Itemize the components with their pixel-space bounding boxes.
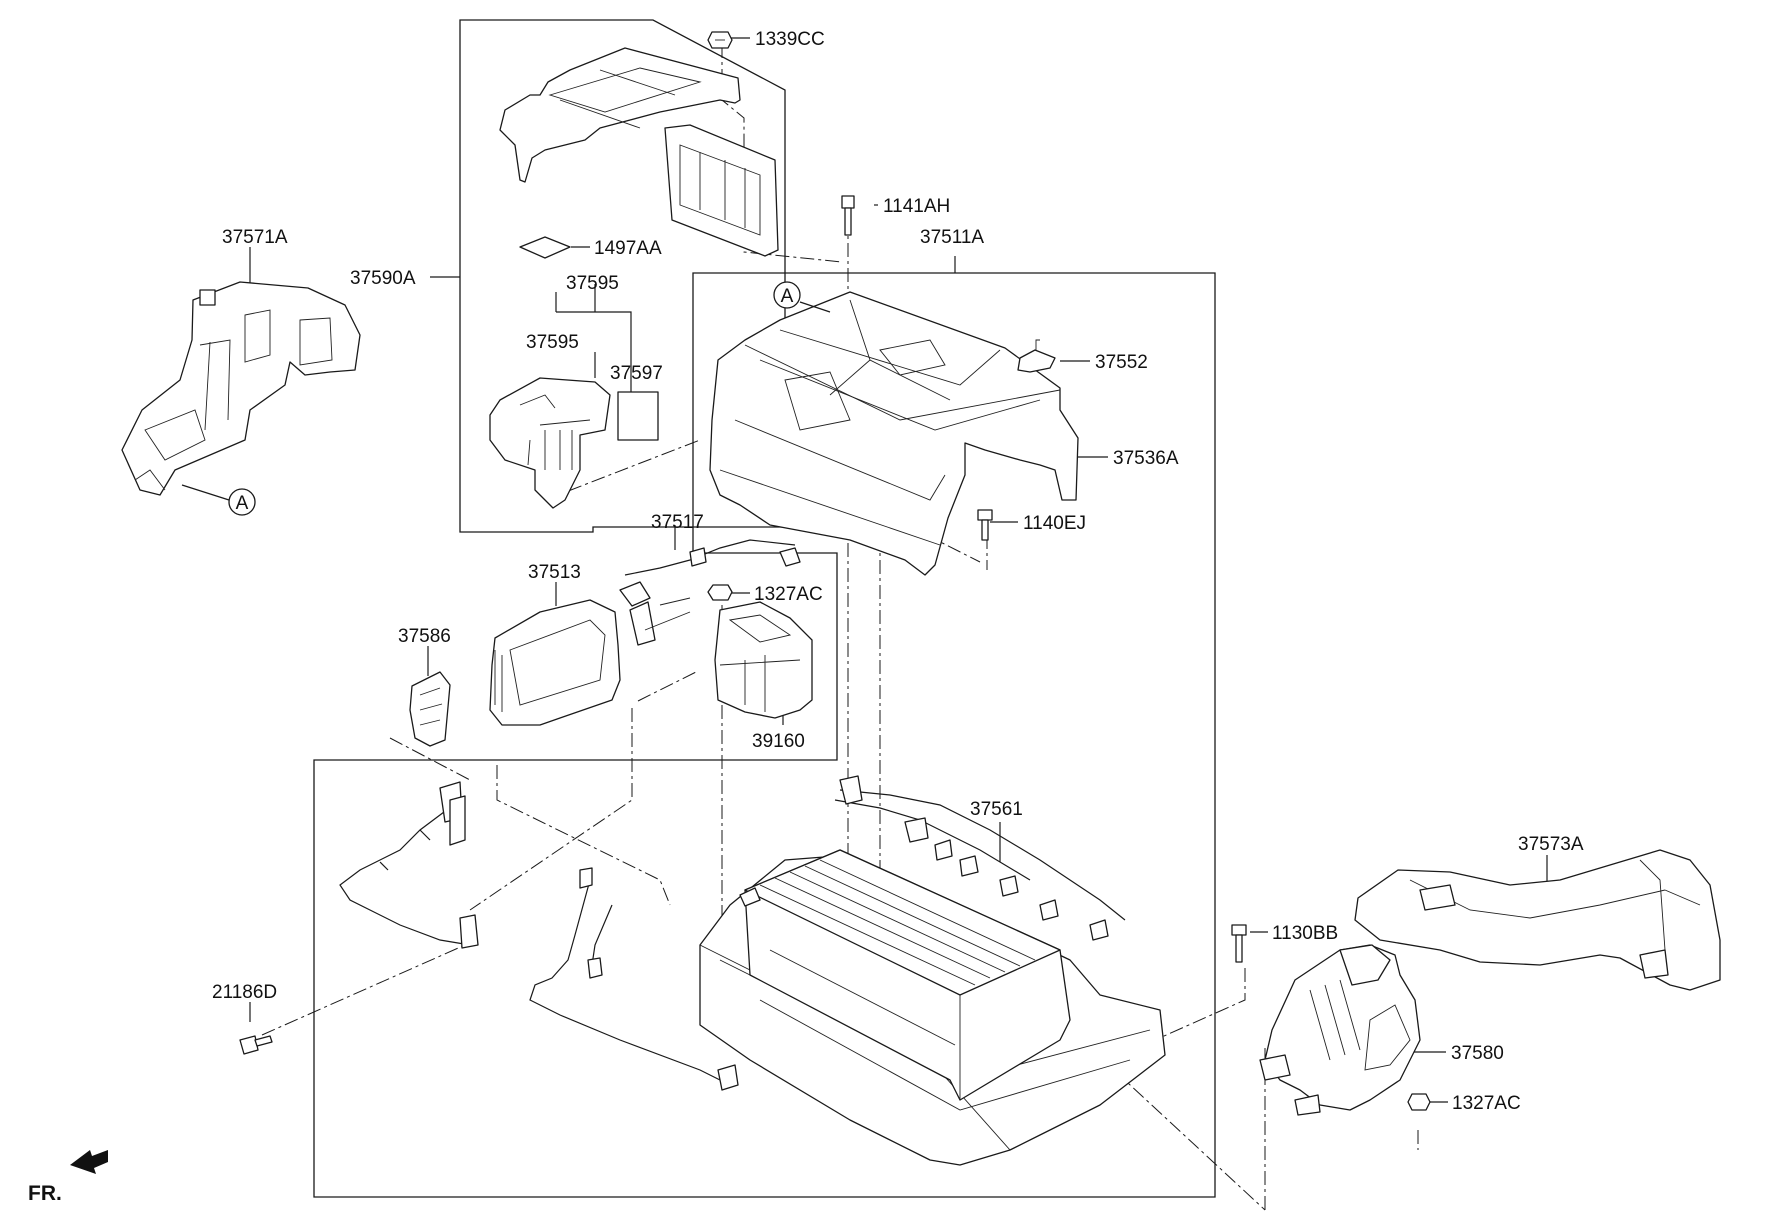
callout-37595-top: 37595 <box>566 273 619 294</box>
gasket-1327AC <box>707 584 733 601</box>
battery-pack <box>739 849 1071 1101</box>
callout-37571A: 37571A <box>222 227 288 248</box>
duct-37573A <box>1354 849 1721 991</box>
callout-1327AC-upper: 1327AC <box>754 584 823 605</box>
svg-text:A: A <box>781 286 794 307</box>
cover-top <box>499 47 741 183</box>
ecu-37513 <box>489 599 621 726</box>
bolt-1140EJ <box>977 509 993 541</box>
bolt-1141AH <box>841 195 855 236</box>
reference-mark-a-housing: A <box>773 281 801 309</box>
front-arrow-icon <box>70 1150 108 1174</box>
callout-39160: 39160 <box>752 731 805 752</box>
callout-37517: 37517 <box>651 512 704 533</box>
callout-1497AA: 1497AA <box>594 238 662 259</box>
heat-shield-plate <box>664 124 779 257</box>
nut-1327AC-blower <box>1407 1093 1431 1111</box>
callout-37590A: 37590A <box>350 268 416 289</box>
clip-37552 <box>1017 339 1056 373</box>
callout-37580: 37580 <box>1451 1043 1504 1064</box>
module-39160 <box>714 601 813 719</box>
bracket-37595 <box>489 377 611 509</box>
blower-37580 <box>1259 944 1421 1116</box>
callout-1140EJ: 1140EJ <box>1023 513 1086 534</box>
callout-37552: 37552 <box>1095 352 1148 373</box>
callout-37511A: 37511A <box>920 227 984 248</box>
harness-37561 <box>834 775 1126 941</box>
callout-37561: 37561 <box>970 799 1023 820</box>
gasket-1339CC <box>707 31 733 49</box>
duct-37571A <box>121 281 361 496</box>
callout-1339CC: 1339CC <box>755 29 825 50</box>
harness-37517 <box>619 539 801 646</box>
callout-37573A: 37573A <box>1518 834 1584 855</box>
callout-37597: 37597 <box>610 363 663 384</box>
group-box-37590A <box>459 19 786 533</box>
callout-37586: 37586 <box>398 626 451 647</box>
reference-mark-a-left: A <box>228 488 256 516</box>
bolt-1130BB <box>1231 924 1247 963</box>
screw-21186D <box>239 1035 273 1055</box>
callout-1141AH: 1141AH <box>883 196 950 217</box>
callout-1327AC-lower: 1327AC <box>1452 1093 1521 1114</box>
cable-21186D-left <box>339 781 479 949</box>
group-box-37511A <box>313 272 1216 1198</box>
callout-21186D: 21186D <box>212 982 277 1003</box>
cable-negative <box>529 867 739 1091</box>
svg-text:A: A <box>236 493 249 514</box>
callout-37595: 37595 <box>526 332 579 353</box>
callout-labels: 1339CC 37571A 37590A 1497AA 37595 37595 … <box>212 29 1584 1114</box>
label-tag-1497AA <box>519 236 571 259</box>
callout-37536A: 37536A <box>1113 448 1179 469</box>
callout-37513: 37513 <box>528 562 581 583</box>
fuse-37586 <box>409 671 451 747</box>
front-label: FR. <box>28 1182 62 1205</box>
front-direction-indicator: FR. <box>28 1150 108 1205</box>
callout-1130BB: 1130BB <box>1272 923 1338 944</box>
pad-37597 <box>617 391 659 441</box>
